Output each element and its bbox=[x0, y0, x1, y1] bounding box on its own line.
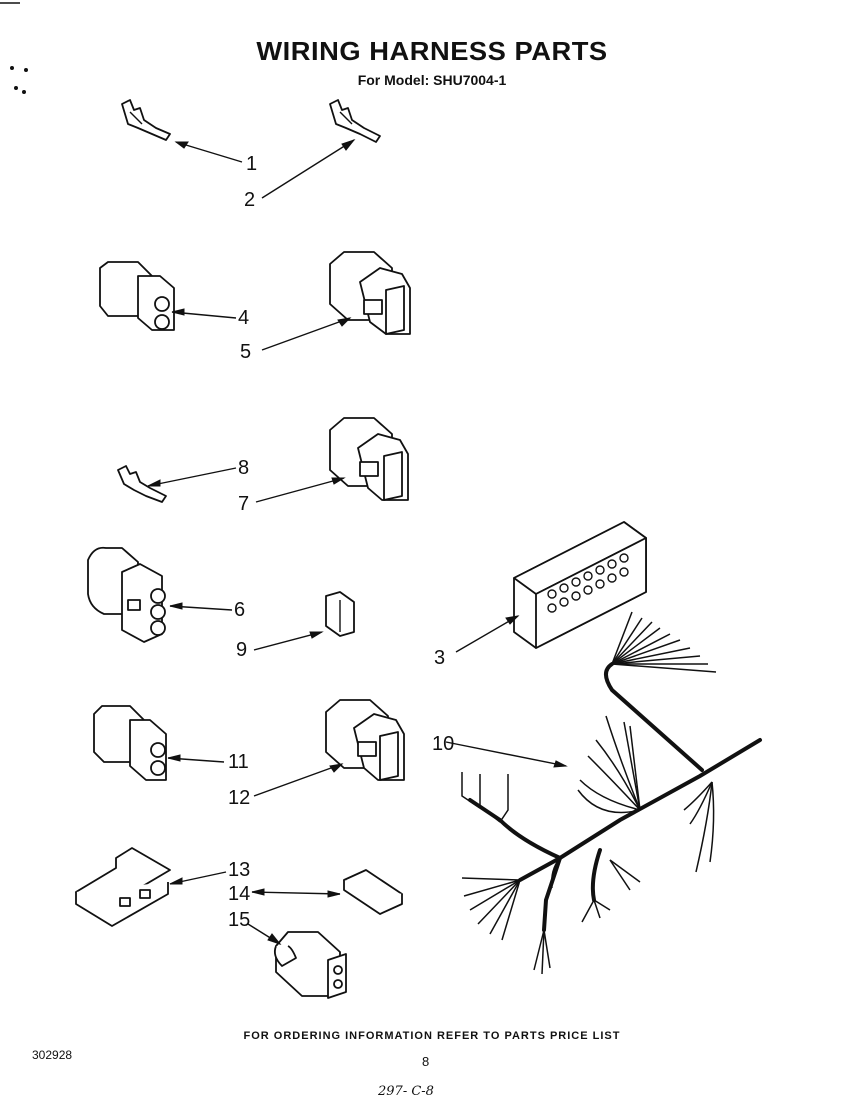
callout-12: 12 bbox=[228, 787, 251, 809]
callout-10: 10 bbox=[432, 733, 455, 755]
leader-2 bbox=[261, 139, 355, 199]
page-title: WIRING HARNESS PARTS bbox=[256, 36, 608, 66]
model-subtitle: For Model: SHU7004-1 bbox=[357, 72, 507, 88]
handwritten-note: 297- C-8 bbox=[378, 1084, 434, 1099]
part-10-harness bbox=[445, 611, 762, 975]
callout-2: 2 bbox=[244, 189, 256, 211]
part-14-pad bbox=[251, 869, 403, 915]
leader-1 bbox=[175, 141, 243, 163]
leader-3 bbox=[455, 615, 519, 653]
callout-14: 14 bbox=[228, 883, 251, 905]
leader-12 bbox=[253, 763, 343, 797]
leader-7 bbox=[255, 477, 345, 503]
part-9-clip bbox=[253, 591, 355, 651]
callout-8: 8 bbox=[238, 457, 250, 479]
part-2-terminal bbox=[261, 99, 381, 199]
callout-4: 4 bbox=[238, 307, 250, 329]
callout-1: 1 bbox=[246, 153, 258, 175]
part-1-terminal bbox=[121, 99, 243, 163]
part-8-terminal bbox=[117, 465, 237, 503]
callout-13: 13 bbox=[228, 859, 251, 881]
callout-9: 9 bbox=[236, 639, 248, 661]
part-13-block bbox=[75, 847, 227, 927]
leader-5 bbox=[261, 317, 351, 351]
callout-3: 3 bbox=[434, 647, 446, 669]
leader-10 bbox=[445, 741, 567, 767]
part-11-connector bbox=[93, 705, 225, 781]
ordering-footer: FOR ORDERING INFORMATION REFER TO PARTS … bbox=[243, 1030, 621, 1042]
callout-15: 15 bbox=[228, 909, 251, 931]
callout-7: 7 bbox=[238, 493, 250, 515]
part-15-connector bbox=[247, 923, 347, 999]
part-7-housing bbox=[255, 417, 409, 503]
document-number: 302928 bbox=[32, 1048, 73, 1062]
scan-marks bbox=[0, 2, 28, 94]
callout-5: 5 bbox=[240, 341, 252, 363]
callout-6: 6 bbox=[234, 599, 246, 621]
part-6-connector bbox=[87, 546, 233, 643]
part-12-housing bbox=[253, 699, 405, 797]
part-4-connector bbox=[99, 261, 237, 331]
page-number: 8 bbox=[422, 1054, 430, 1069]
leader-14 bbox=[251, 891, 341, 895]
part-3-block bbox=[455, 521, 647, 653]
part-5-housing bbox=[261, 251, 411, 351]
callout-11: 11 bbox=[228, 751, 249, 773]
leader-8 bbox=[147, 467, 237, 487]
